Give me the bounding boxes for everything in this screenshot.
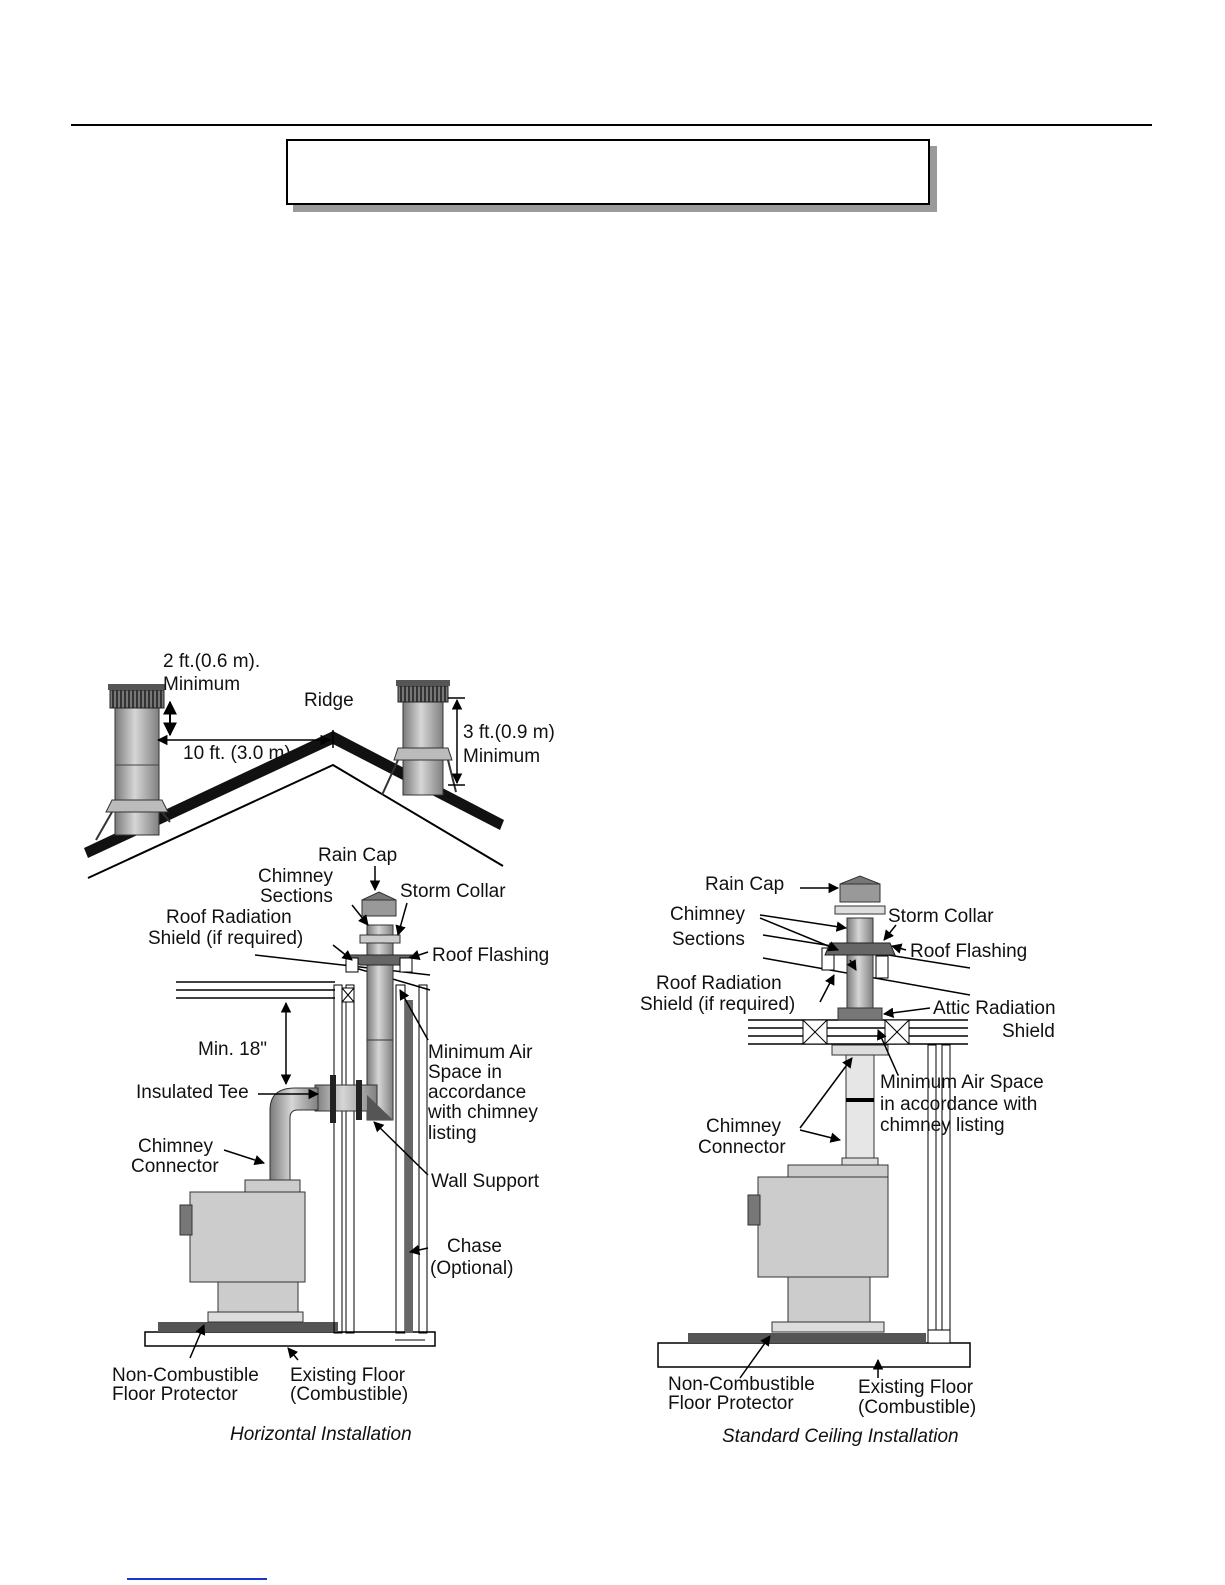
h-chase-label-2: (Optional) — [430, 1258, 513, 1279]
h-air-space-label-1: Minimum Air — [428, 1042, 533, 1063]
right-clearance-min-label: Minimum — [463, 746, 540, 767]
roof-clearance-diagram: 2 ft.(0.6 m). Minimum Ridge 10 ft. (3.0 … — [84, 651, 555, 879]
h-roof-shield-label-2: Shield (if required) — [148, 928, 303, 949]
right-chimney — [381, 680, 457, 796]
h-chimney-sections-label-2: Sections — [260, 886, 333, 907]
roof-underside — [87, 763, 504, 879]
h-chimney-sections-label-1: Chimney — [258, 866, 333, 887]
s-existing-floor-label-2: (Combustible) — [858, 1397, 976, 1418]
h-chimney-connector-label-1: Chimney — [138, 1136, 213, 1157]
s-air-space-label-2: in accordance with — [880, 1094, 1037, 1115]
h-existing-floor-label-2: (Combustible) — [290, 1384, 408, 1405]
s-existing-floor-label-1: Existing Floor — [858, 1377, 974, 1398]
right-clearance-label: 3 ft.(0.9 m) — [463, 722, 555, 743]
standard-installation-diagram: Rain Cap Chimney Sections Storm Collar R… — [640, 874, 1056, 1447]
h-existing-floor-label-1: Existing Floor — [290, 1365, 406, 1386]
h-air-space-label-4: with chimney — [427, 1102, 538, 1123]
floor-s — [657, 1342, 971, 1368]
s-chimney-connector-label-2: Connector — [698, 1137, 786, 1158]
horizontal-caption: Horizontal Installation — [230, 1424, 412, 1445]
s-roof-shield-label-1: Roof Radiation — [656, 973, 782, 994]
s-storm-collar-label: Storm Collar — [888, 906, 994, 927]
h-roof-shield-label-1: Roof Radiation — [166, 907, 292, 928]
s-floor-protector-label-2: Floor Protector — [668, 1393, 794, 1414]
s-air-space-label-1: Minimum Air Space — [880, 1072, 1044, 1093]
h-insulated-tee-label: Insulated Tee — [136, 1082, 249, 1103]
s-attic-shield-label-2: Shield — [1002, 1021, 1055, 1042]
h-floor-protector-label-1: Non-Combustible — [112, 1365, 259, 1386]
floor-protector-h — [158, 1322, 338, 1332]
h-rain-cap-label: Rain Cap — [318, 845, 397, 866]
h-floor-protector-label-2: Floor Protector — [112, 1384, 238, 1405]
chase-wall — [405, 1000, 413, 1333]
s-chimney-sections-label-2: Sections — [672, 929, 745, 950]
header-rule — [71, 124, 1152, 126]
footer-link-underline — [127, 1578, 267, 1580]
s-chimney-sections-label-1: Chimney — [670, 904, 745, 925]
s-air-space-label-3: chimney listing — [880, 1115, 1005, 1136]
s-rain-cap-label: Rain Cap — [705, 874, 784, 895]
ridge-label: Ridge — [304, 690, 354, 711]
s-roof-shield-label-2: Shield (if required) — [640, 994, 795, 1015]
s-roof-flashing-label: Roof Flashing — [910, 941, 1027, 962]
s-attic-shield-label-1: Attic Radiation — [933, 998, 1056, 1019]
left-chimney — [95, 684, 171, 841]
floor-protector-s — [688, 1333, 926, 1343]
s-floor-protector-label-1: Non-Combustible — [668, 1374, 815, 1395]
standard-caption: Standard Ceiling Installation — [722, 1426, 959, 1447]
roof-surface — [84, 731, 504, 858]
h-air-space-label-5: listing — [428, 1123, 477, 1144]
floor-h — [144, 1331, 436, 1347]
h-min-18-label: Min. 18" — [198, 1039, 267, 1060]
left-clearance-min-label: Minimum — [163, 674, 240, 695]
title-box — [286, 139, 930, 205]
h-air-space-label-2: Space in — [428, 1062, 502, 1083]
h-chase-label-1: Chase — [447, 1236, 502, 1257]
left-clearance-label: 2 ft.(0.6 m). — [163, 651, 260, 672]
h-storm-collar-label: Storm Collar — [400, 881, 506, 902]
h-chimney-connector-label-2: Connector — [131, 1156, 219, 1177]
h-roof-flashing-label: Roof Flashing — [432, 945, 549, 966]
s-chimney-connector-label-1: Chimney — [706, 1116, 781, 1137]
h-wall-support-label: Wall Support — [431, 1171, 540, 1192]
h-air-space-label-3: accordance — [428, 1082, 526, 1103]
horizontal-installation-diagram: Rain Cap Chimney Sections Storm Collar R… — [112, 845, 549, 1445]
distance-label: 10 ft. (3.0 m) — [183, 743, 291, 764]
